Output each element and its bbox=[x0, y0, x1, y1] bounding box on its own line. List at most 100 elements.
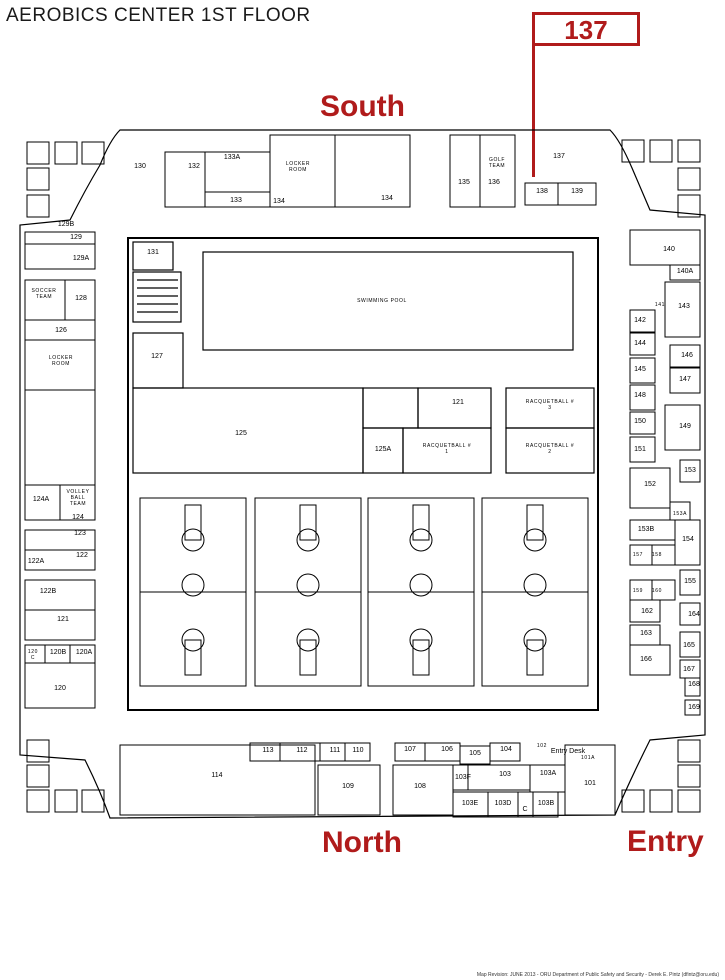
room-label-167: 167 bbox=[683, 666, 695, 673]
room-label-147: 147 bbox=[679, 376, 691, 383]
room-label-149: 149 bbox=[679, 423, 691, 430]
room-label-121-west: 121 bbox=[57, 616, 69, 623]
room-label-139: 139 bbox=[571, 188, 583, 195]
room-label-locker-room-south: LOCKER ROOM bbox=[285, 161, 311, 173]
room-label-126: 126 bbox=[55, 327, 67, 334]
room-label-154: 154 bbox=[682, 536, 694, 543]
room-label-165: 165 bbox=[683, 642, 695, 649]
west-wing bbox=[24, 231, 96, 709]
room-label-125A: 125A bbox=[374, 446, 392, 453]
north-wing bbox=[119, 742, 616, 818]
highlighted-room-callout: 137 bbox=[532, 12, 640, 46]
room-label-103E: 103E bbox=[461, 800, 479, 807]
room-label-103A: 103A bbox=[539, 770, 557, 777]
room-label-racquetball-1: RACQUETBALL # 1 bbox=[422, 443, 472, 455]
room-label-136: 136 bbox=[488, 179, 500, 186]
room-label-160: 160 bbox=[651, 588, 663, 594]
room-label-163: 163 bbox=[640, 630, 652, 637]
stairs-west bbox=[132, 271, 182, 323]
room-label-soccer-team: SOCCER TEAM bbox=[31, 288, 57, 300]
room-label-133A: 133A bbox=[223, 154, 241, 161]
room-label-129A: 129A bbox=[72, 255, 90, 262]
entry-desk-label: Entry Desk bbox=[550, 748, 586, 755]
room-label-120A: 120A bbox=[75, 649, 93, 656]
racquetball-2 bbox=[505, 427, 595, 474]
room-label-103: 103 bbox=[499, 771, 511, 778]
room-label-golf-team: GOLF TEAM bbox=[488, 157, 506, 169]
room-label-135: 135 bbox=[458, 179, 470, 186]
room-label-162: 162 bbox=[641, 608, 653, 615]
room-label-144: 144 bbox=[634, 340, 646, 347]
room-label-145: 145 bbox=[634, 366, 646, 373]
column-grid bbox=[26, 139, 701, 813]
building-outline bbox=[19, 129, 706, 819]
room-label-164: 164 bbox=[688, 611, 700, 618]
callout-leader-line bbox=[532, 44, 535, 177]
map-revision-footer: Map Revision: JUNE 2013 - ORU Department… bbox=[476, 972, 719, 978]
room-label-151: 151 bbox=[634, 446, 646, 453]
direction-label-south: South bbox=[320, 90, 405, 123]
room-label-111: 111 bbox=[329, 747, 341, 754]
room-label-105: 105 bbox=[469, 750, 481, 757]
room-label-109: 109 bbox=[342, 783, 354, 790]
room-label-146: 146 bbox=[681, 352, 693, 359]
racquetball-1 bbox=[402, 427, 492, 474]
room-label-125: 125 bbox=[235, 430, 247, 437]
swimming-pool bbox=[202, 251, 574, 351]
room-label-124: 124 bbox=[72, 514, 84, 521]
room-label-133: 133 bbox=[230, 197, 242, 204]
room-label-122: 122 bbox=[76, 552, 88, 559]
room-label-121: 121 bbox=[452, 399, 464, 406]
room-label-racquetball-2: RACQUETBALL # 2 bbox=[525, 443, 575, 455]
room-label-103C: C bbox=[522, 806, 528, 813]
room-label-158: 158 bbox=[651, 552, 663, 558]
room-label-128: 128 bbox=[75, 295, 87, 302]
map-title: AEROBICS CENTER 1ST FLOOR bbox=[6, 5, 311, 26]
gym-outline bbox=[127, 237, 599, 711]
room-label-123: 123 bbox=[74, 530, 86, 537]
room-label-141: 141 bbox=[654, 302, 666, 308]
room-label-102: 102 bbox=[536, 743, 548, 749]
room-label-159: 159 bbox=[632, 588, 644, 594]
room-131 bbox=[132, 241, 174, 271]
room-label-106: 106 bbox=[441, 746, 453, 753]
room-label-120: 120 bbox=[54, 685, 66, 692]
room-label-racquetball-3: RACQUETBALL # 3 bbox=[525, 399, 575, 411]
room-label-108: 108 bbox=[414, 783, 426, 790]
room-label-locker-room-west: LOCKER ROOM bbox=[48, 355, 74, 367]
room-label-143: 143 bbox=[678, 303, 690, 310]
room-label-103F: 103F bbox=[455, 774, 471, 781]
room-label-132: 132 bbox=[188, 163, 200, 170]
room-label-153B: 153B bbox=[637, 526, 655, 533]
room-label-169: 169 bbox=[688, 704, 700, 711]
room-label-107: 107 bbox=[404, 746, 416, 753]
room-label-134-east: 134 bbox=[381, 195, 393, 202]
room-label-124A: 124A bbox=[32, 496, 50, 503]
room-label-volleyball-team: VOLLEY BALL TEAM bbox=[66, 489, 90, 507]
east-wing bbox=[629, 229, 701, 716]
room-label-127: 127 bbox=[151, 353, 163, 360]
room-label-swimming-pool: SWIMMING POOL bbox=[357, 298, 407, 304]
room-label-129B: 129B bbox=[57, 221, 75, 228]
room-label-137: 137 bbox=[553, 153, 565, 160]
room-121-center bbox=[417, 387, 492, 429]
room-label-101: 101 bbox=[584, 780, 596, 787]
south-wing bbox=[164, 134, 597, 208]
room-label-148: 148 bbox=[634, 392, 646, 399]
room-label-153: 153 bbox=[684, 467, 696, 474]
room-label-120B: 120B bbox=[49, 649, 67, 656]
room-label-140: 140 bbox=[663, 246, 675, 253]
room-label-104: 104 bbox=[500, 746, 512, 753]
room-label-140A: 140A bbox=[676, 268, 694, 275]
room-label-157: 157 bbox=[632, 552, 644, 558]
room-label-122B: 122B bbox=[39, 588, 57, 595]
room-label-120C: 120 C bbox=[27, 649, 39, 661]
room-label-112: 112 bbox=[296, 747, 308, 754]
room-label-129: 129 bbox=[70, 234, 82, 241]
room-label-138: 138 bbox=[536, 188, 548, 195]
room-label-155: 155 bbox=[684, 578, 696, 585]
room-label-103D: 103D bbox=[494, 800, 512, 807]
room-label-103B: 103B bbox=[537, 800, 555, 807]
room-label-142: 142 bbox=[634, 317, 646, 324]
